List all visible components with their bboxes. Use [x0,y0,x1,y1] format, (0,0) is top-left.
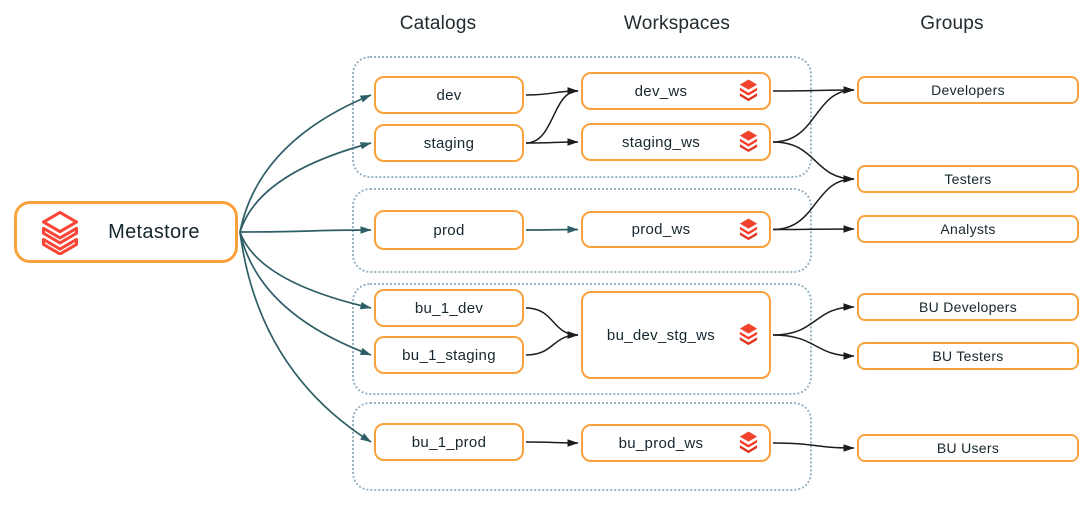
column-header-groups: Groups [920,13,984,34]
group-bu-testers: BU Testers [857,342,1079,370]
group-analysts: Analysts [857,215,1079,243]
workspace-label: dev_ws [634,82,688,100]
workspace-label: staging_ws [621,133,701,151]
catalog-label: prod [433,221,465,239]
catalog-label: bu_1_prod [411,433,487,451]
catalog-staging: staging [374,124,524,162]
workspace-bu_dev_stg_ws: bu_dev_stg_ws [581,291,771,379]
catalog-dev: dev [374,76,524,114]
workspace-label: bu_dev_stg_ws [606,326,716,344]
catalog-label: staging [423,134,475,152]
group-label: Analysts [940,221,996,237]
workspace-prod_ws: prod_ws [581,211,771,248]
catalog-label: bu_1_staging [402,346,496,364]
workspace-staging_ws: staging_ws [581,123,771,161]
group-testers: Testers [857,165,1079,193]
workspace-label: bu_prod_ws [618,434,704,452]
group-label: BU Testers [932,348,1004,364]
databricks-logo-icon [737,79,760,104]
group-label: BU Users [936,440,1000,456]
catalog-prod: prod [374,210,524,250]
databricks-logo-icon [737,323,760,348]
databricks-logo-icon [737,130,760,155]
metastore-node: Metastore [14,201,238,263]
group-developers: Developers [857,76,1079,104]
column-header-workspaces: Workspaces [623,13,731,34]
column-header-catalogs: Catalogs [399,13,477,34]
databricks-logo-outline-icon [37,209,83,255]
databricks-logo-icon [737,217,760,242]
catalog-bu_1_prod: bu_1_prod [374,423,524,461]
workspace-label: prod_ws [631,221,691,238]
group-bu-users: BU Users [857,434,1079,462]
catalog-bu_1_dev: bu_1_dev [374,289,524,327]
databricks-logo-icon [737,431,760,456]
catalog-bu_1_staging: bu_1_staging [374,336,524,374]
workspace-bu_prod_ws: bu_prod_ws [581,424,771,462]
group-label: Testers [944,171,992,187]
workspace-dev_ws: dev_ws [581,72,771,110]
catalog-label: dev [436,86,462,104]
group-bu-developers: BU Developers [857,293,1079,321]
catalog-label: bu_1_dev [414,299,484,317]
metastore-label: Metastore [108,220,200,243]
group-label: BU Developers [918,299,1018,315]
group-label: Developers [931,82,1005,98]
